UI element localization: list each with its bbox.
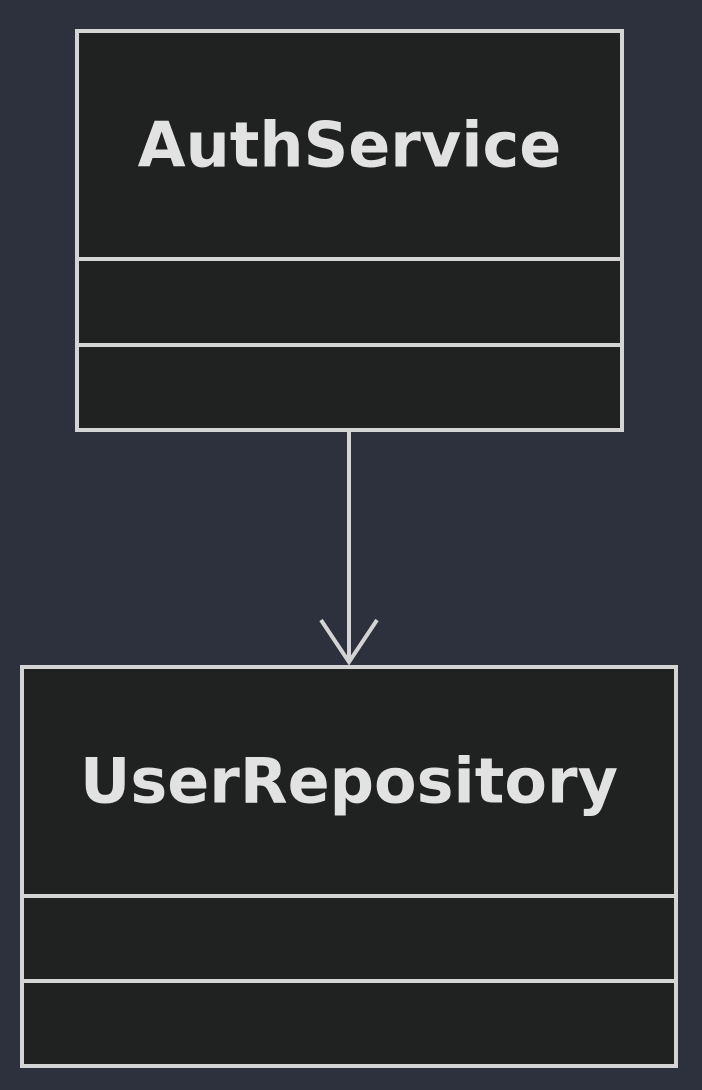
class-auth-service[interactable]: AuthService — [75, 29, 624, 432]
class-box-user-repository — [20, 665, 678, 1068]
association-edge — [319, 430, 379, 666]
class-user-repository[interactable]: UserRepository — [20, 665, 678, 1068]
class-name-user-repository: UserRepository — [80, 745, 618, 818]
class-box-auth-service — [75, 29, 624, 432]
class-name-auth-service: AuthService — [138, 109, 562, 182]
arrowhead-icon — [319, 618, 379, 666]
